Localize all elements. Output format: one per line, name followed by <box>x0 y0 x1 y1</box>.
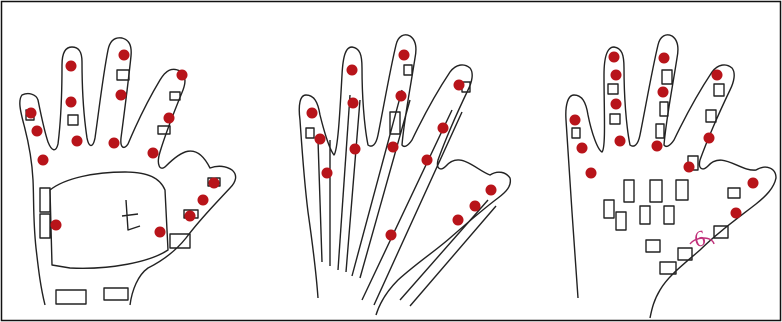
joint-marker <box>731 208 742 219</box>
joint-marker <box>712 70 723 81</box>
joint-marker <box>396 91 407 102</box>
joint-marker <box>611 70 622 81</box>
joint-marker <box>155 227 166 238</box>
segment-box <box>104 288 128 300</box>
tendon-line <box>318 140 322 262</box>
segment-box <box>610 114 620 124</box>
segment-box <box>604 200 614 218</box>
hand-panel-right <box>566 35 776 318</box>
segment-box <box>706 110 716 122</box>
segment-box <box>650 180 662 202</box>
joint-marker <box>348 98 359 109</box>
segment-box <box>624 180 634 202</box>
joint-marker <box>307 108 318 119</box>
joint-marker <box>658 87 669 98</box>
joint-marker <box>748 178 759 189</box>
segment-box <box>306 128 314 138</box>
joint-marker <box>322 168 333 179</box>
segment-box <box>404 65 412 75</box>
joint-marker <box>470 201 481 212</box>
joint-marker <box>704 133 715 144</box>
joint-marker <box>66 97 77 108</box>
joint-marker <box>399 50 410 61</box>
joint-marker <box>659 53 670 64</box>
joint-marker <box>609 52 620 63</box>
joint-marker <box>51 220 62 231</box>
segment-box <box>117 70 129 80</box>
segment-box <box>660 102 668 116</box>
joint-marker <box>198 195 209 206</box>
joint-marker <box>570 115 581 126</box>
joint-marker <box>164 113 175 124</box>
segment-box <box>676 180 688 200</box>
joint-marker <box>347 65 358 76</box>
segment-box <box>608 84 618 94</box>
segment-box <box>68 115 78 125</box>
tendon-line <box>352 90 402 276</box>
joint-marker <box>148 148 159 159</box>
segment-box <box>40 214 50 238</box>
joint-marker <box>611 99 622 110</box>
tendon-line <box>374 112 462 305</box>
joint-marker <box>386 230 397 241</box>
joint-marker <box>209 178 220 189</box>
joint-marker <box>615 136 626 147</box>
joint-marker <box>652 141 663 152</box>
segment-box <box>170 92 180 100</box>
segment-box <box>656 124 664 138</box>
hand-outline-right <box>566 35 776 318</box>
palm-box-left <box>50 172 168 268</box>
tendon-line <box>400 200 488 300</box>
joint-marker <box>185 211 196 222</box>
segment-box <box>40 188 50 212</box>
segment-box <box>664 206 674 224</box>
joint-marker <box>109 138 120 149</box>
joint-marker <box>315 134 326 145</box>
joint-marker <box>350 144 361 155</box>
joint-marker <box>586 168 597 179</box>
segment-box <box>640 206 650 224</box>
joint-marker <box>177 70 188 81</box>
joint-marker <box>486 185 497 196</box>
joint-marker <box>72 136 83 147</box>
joint-marker <box>116 90 127 101</box>
joint-marker <box>577 143 588 154</box>
palm-mark-left <box>122 200 140 230</box>
joint-marker <box>32 126 43 137</box>
hand-panel-left <box>20 38 236 305</box>
joint-marker <box>684 162 695 173</box>
segment-box <box>714 84 724 96</box>
joint-marker <box>119 50 130 61</box>
handwritten-annotation: 6 <box>690 225 714 252</box>
joint-marker <box>453 215 464 226</box>
segment-box <box>646 240 660 252</box>
segment-box <box>56 290 86 304</box>
segment-box <box>660 262 676 274</box>
joint-marker <box>422 155 433 166</box>
segment-box <box>728 188 740 198</box>
segment-box <box>616 212 626 230</box>
segment-box <box>662 70 672 84</box>
joint-marker <box>26 108 37 119</box>
joint-marker <box>66 61 77 72</box>
joint-marker <box>454 80 465 91</box>
joint-marker <box>388 142 399 153</box>
joint-marker <box>38 155 49 166</box>
joint-marker <box>438 123 449 134</box>
segment-box <box>572 128 580 138</box>
